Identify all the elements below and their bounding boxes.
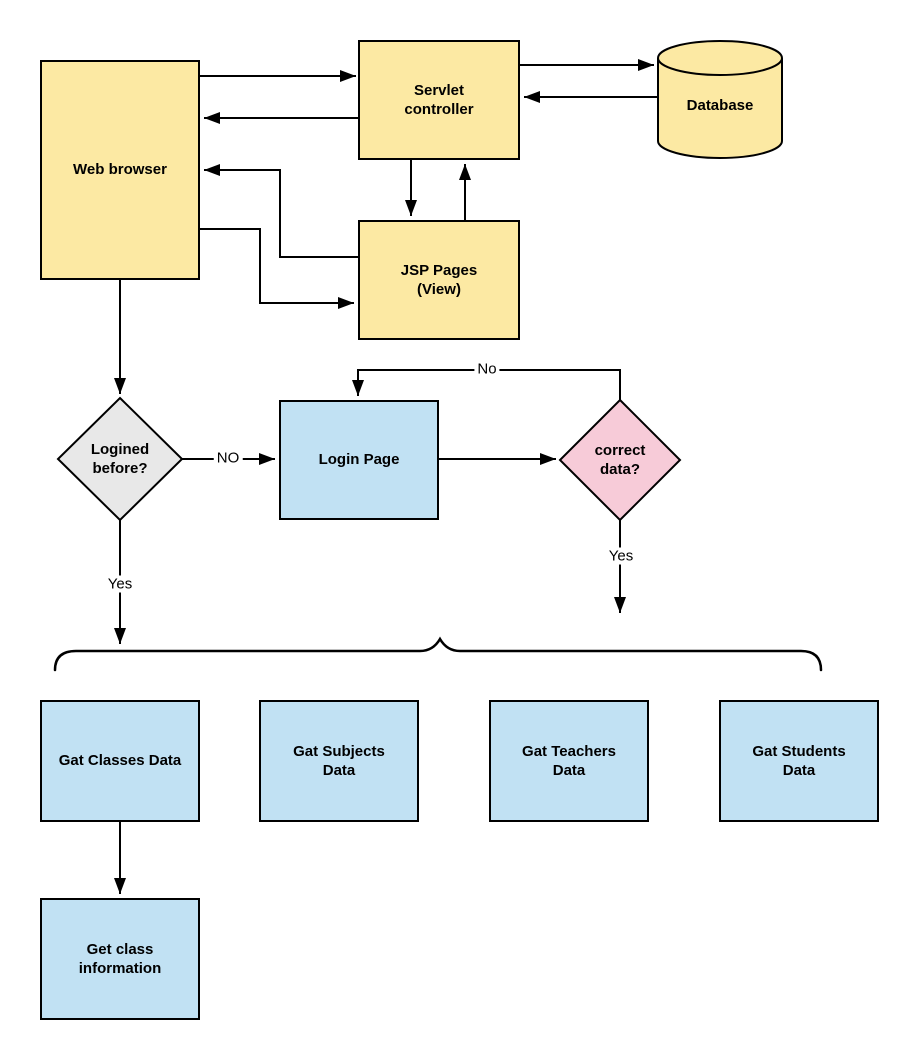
shape-database-cylinder-body xyxy=(657,58,783,159)
shape-logined-before-diamond xyxy=(56,396,184,522)
node-web-browser: Web browser xyxy=(40,60,200,280)
edge-label-yes-left: Yes xyxy=(104,575,136,593)
node-gat-subjects-data: Gat Subjects Data xyxy=(259,700,419,822)
node-gat-students-data: Gat Students Data xyxy=(719,700,879,822)
shape-database-cylinder-top xyxy=(657,40,783,76)
edge-jsp-to-browser xyxy=(204,164,358,258)
node-database-label: Database xyxy=(686,97,754,115)
node-gat-teachers-data: Gat Teachers Data xyxy=(489,700,649,822)
node-servlet-controller: Servlet controller xyxy=(358,40,520,160)
node-get-class-information: Get class information xyxy=(40,898,200,1020)
edge-label-no: No xyxy=(474,360,500,378)
edge-label-yes-right: Yes xyxy=(605,547,637,565)
shape-correct-data-diamond xyxy=(558,398,682,522)
node-correct-data-label: correct data? xyxy=(594,441,646,479)
node-logined-before-label: Logined before? xyxy=(90,440,150,478)
curly-brace xyxy=(53,636,823,672)
node-jsp-pages: JSP Pages (View) xyxy=(358,220,520,340)
node-login-page: Login Page xyxy=(279,400,439,520)
edge-browser-to-jsp xyxy=(200,228,354,309)
node-gat-classes-data: Gat Classes Data xyxy=(40,700,200,822)
edge-label-no-uppercase: NO xyxy=(213,449,243,467)
